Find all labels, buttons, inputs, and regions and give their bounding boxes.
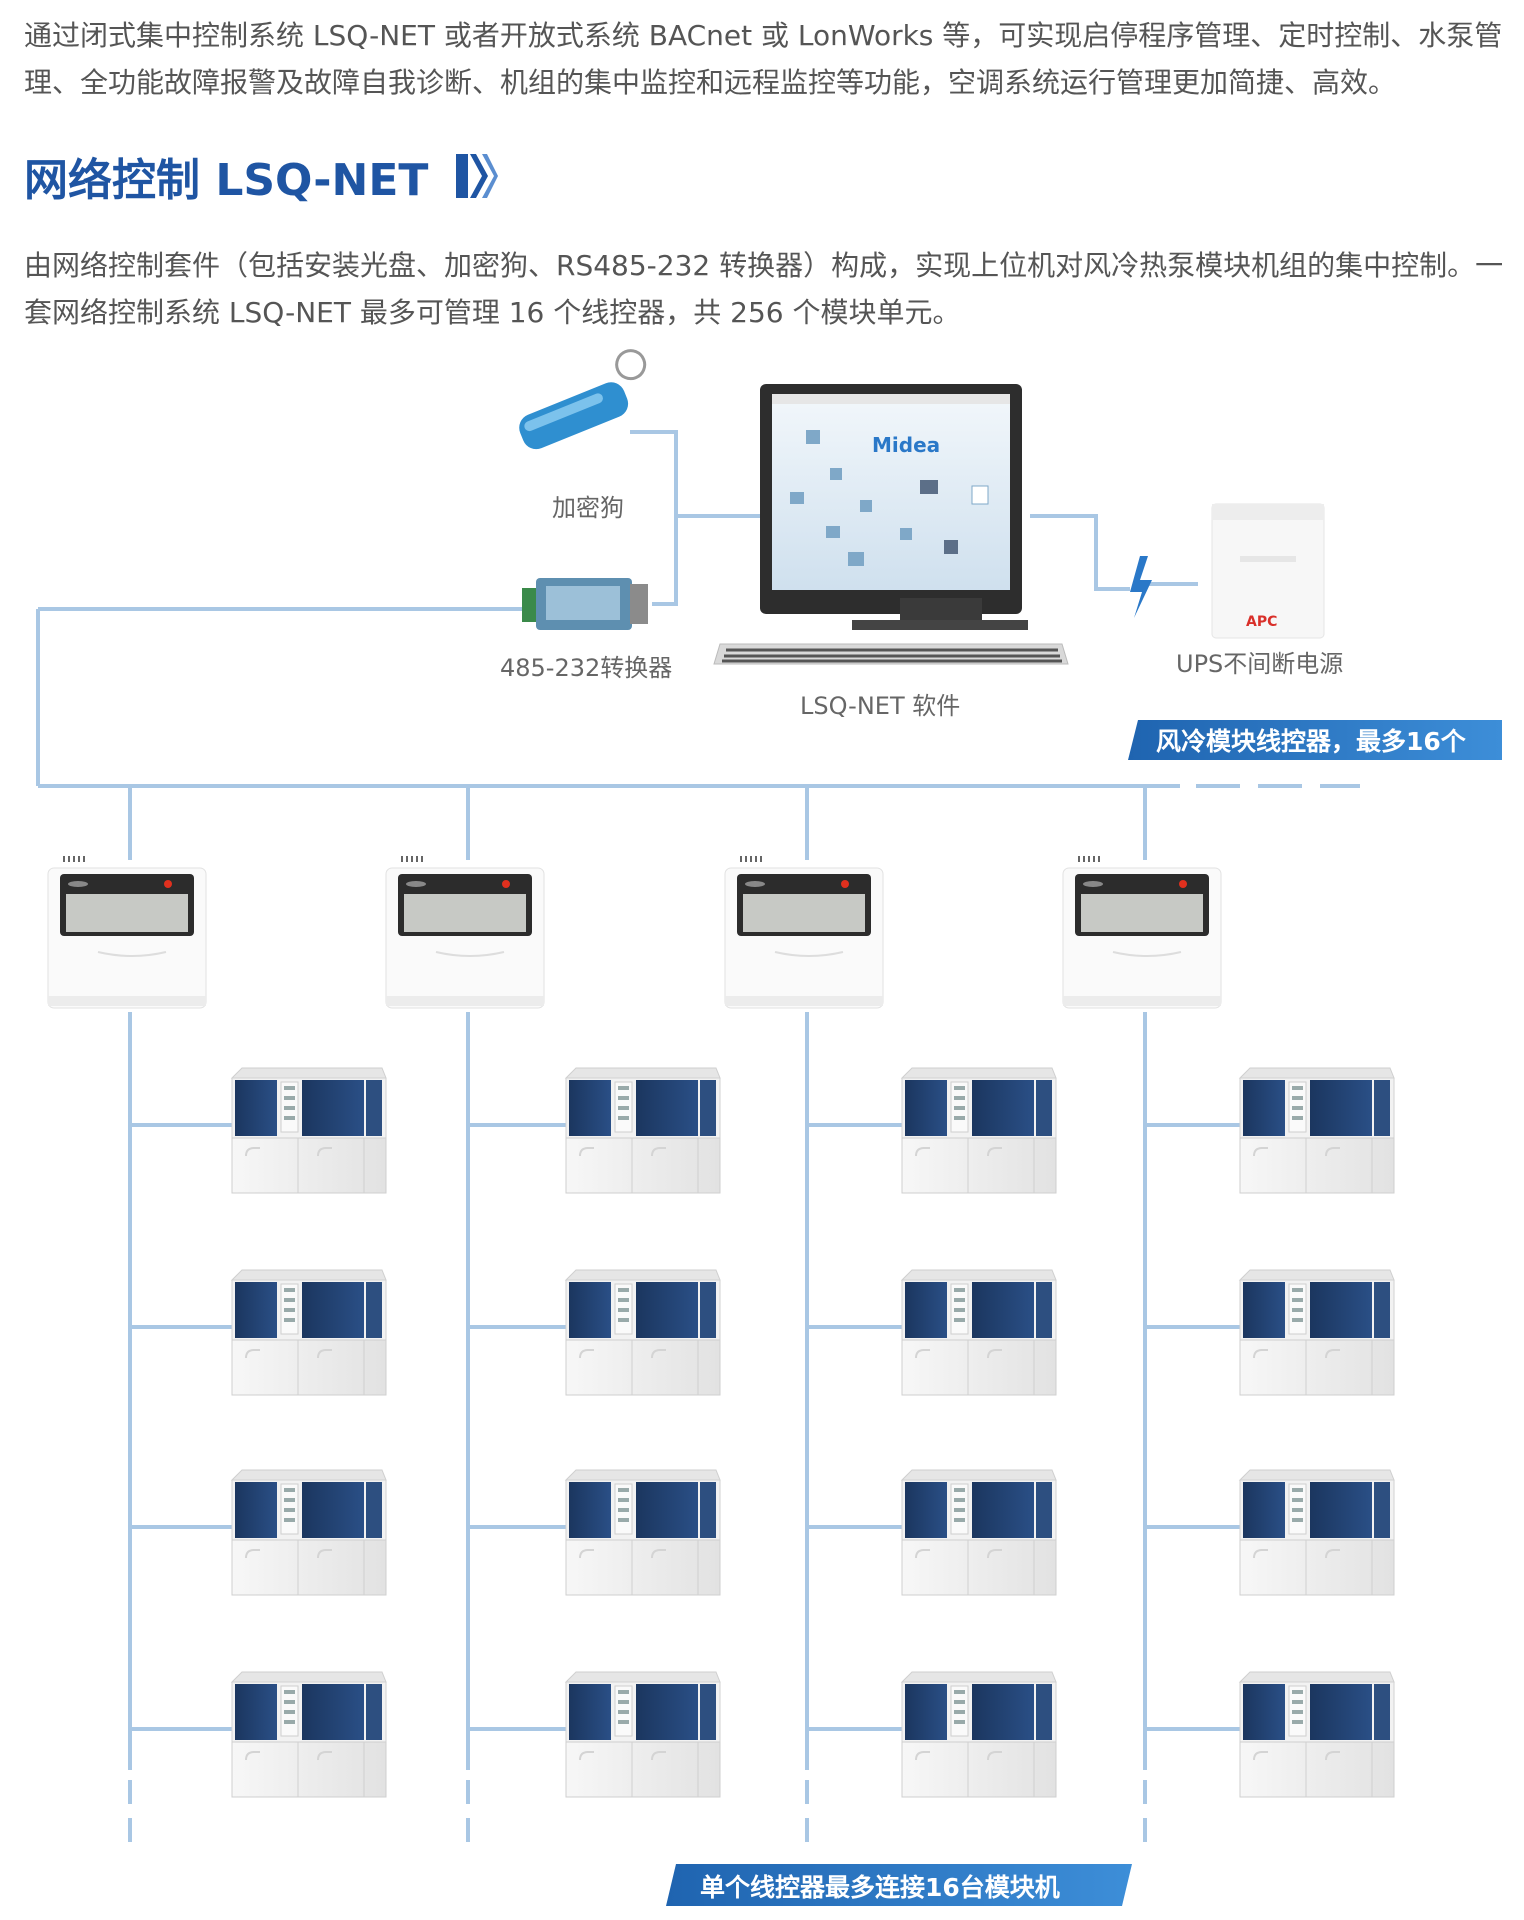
module-unit	[231, 1671, 387, 1798]
ups-label: UPS不间断电源	[1176, 650, 1343, 678]
intro-paragraph: 通过闭式集中控制系统 LSQ-NET 或者开放式系统 BACnet 或 LonW…	[24, 19, 1503, 99]
wired-controller-4	[1062, 853, 1222, 1009]
computer-monitor: Midea	[760, 384, 1028, 630]
module-unit	[231, 1269, 387, 1396]
module-column-4	[1239, 1067, 1395, 1798]
usb-dongle-icon	[519, 349, 647, 450]
software-label: LSQ-NET 软件	[800, 692, 960, 720]
converter-label: 485-232转换器	[500, 654, 672, 682]
wired-controller-2	[385, 853, 545, 1009]
module-unit	[901, 1469, 1057, 1596]
module-unit	[565, 1067, 721, 1194]
description-paragraph: 由网络控制套件（包括安装光盘、加密狗、RS485-232 转换器）构成，实现上位…	[24, 249, 1504, 329]
module-unit	[565, 1269, 721, 1396]
converter-icon	[522, 578, 648, 630]
lightning-bolt-icon	[1130, 556, 1152, 618]
module-unit	[1239, 1671, 1395, 1798]
ups-brand: APC	[1246, 614, 1277, 630]
module-unit	[901, 1269, 1057, 1396]
module-column-1	[231, 1067, 387, 1798]
modules-banner-text: 单个线控器最多连接16台模块机	[700, 1873, 1060, 1902]
module-unit	[1239, 1469, 1395, 1596]
chevron-arrows-icon	[456, 154, 499, 198]
ups-device: APC	[1211, 503, 1325, 639]
module-column-2	[565, 1067, 721, 1798]
module-unit	[901, 1067, 1057, 1194]
modules-banner: 单个线控器最多连接16台模块机	[666, 1864, 1132, 1906]
module-unit	[565, 1671, 721, 1798]
module-unit	[231, 1067, 387, 1194]
module-column-3	[901, 1067, 1057, 1798]
module-unit	[1239, 1067, 1395, 1194]
module-unit	[901, 1671, 1057, 1798]
module-unit	[231, 1469, 387, 1596]
monitor-logo: Midea	[872, 433, 940, 457]
module-unit	[565, 1469, 721, 1596]
section-heading: 网络控制 LSQ-NET	[24, 148, 499, 206]
dongle-label: 加密狗	[552, 494, 624, 522]
module-unit	[1239, 1269, 1395, 1396]
section-title: 网络控制 LSQ-NET	[24, 155, 429, 206]
keyboard	[713, 643, 1069, 665]
wired-controller-3	[724, 853, 884, 1009]
wired-controller-1	[47, 853, 207, 1009]
controllers-banner: 风冷模块线控器，最多16个	[1128, 720, 1502, 760]
controllers-banner-text: 风冷模块线控器，最多16个	[1156, 727, 1467, 756]
